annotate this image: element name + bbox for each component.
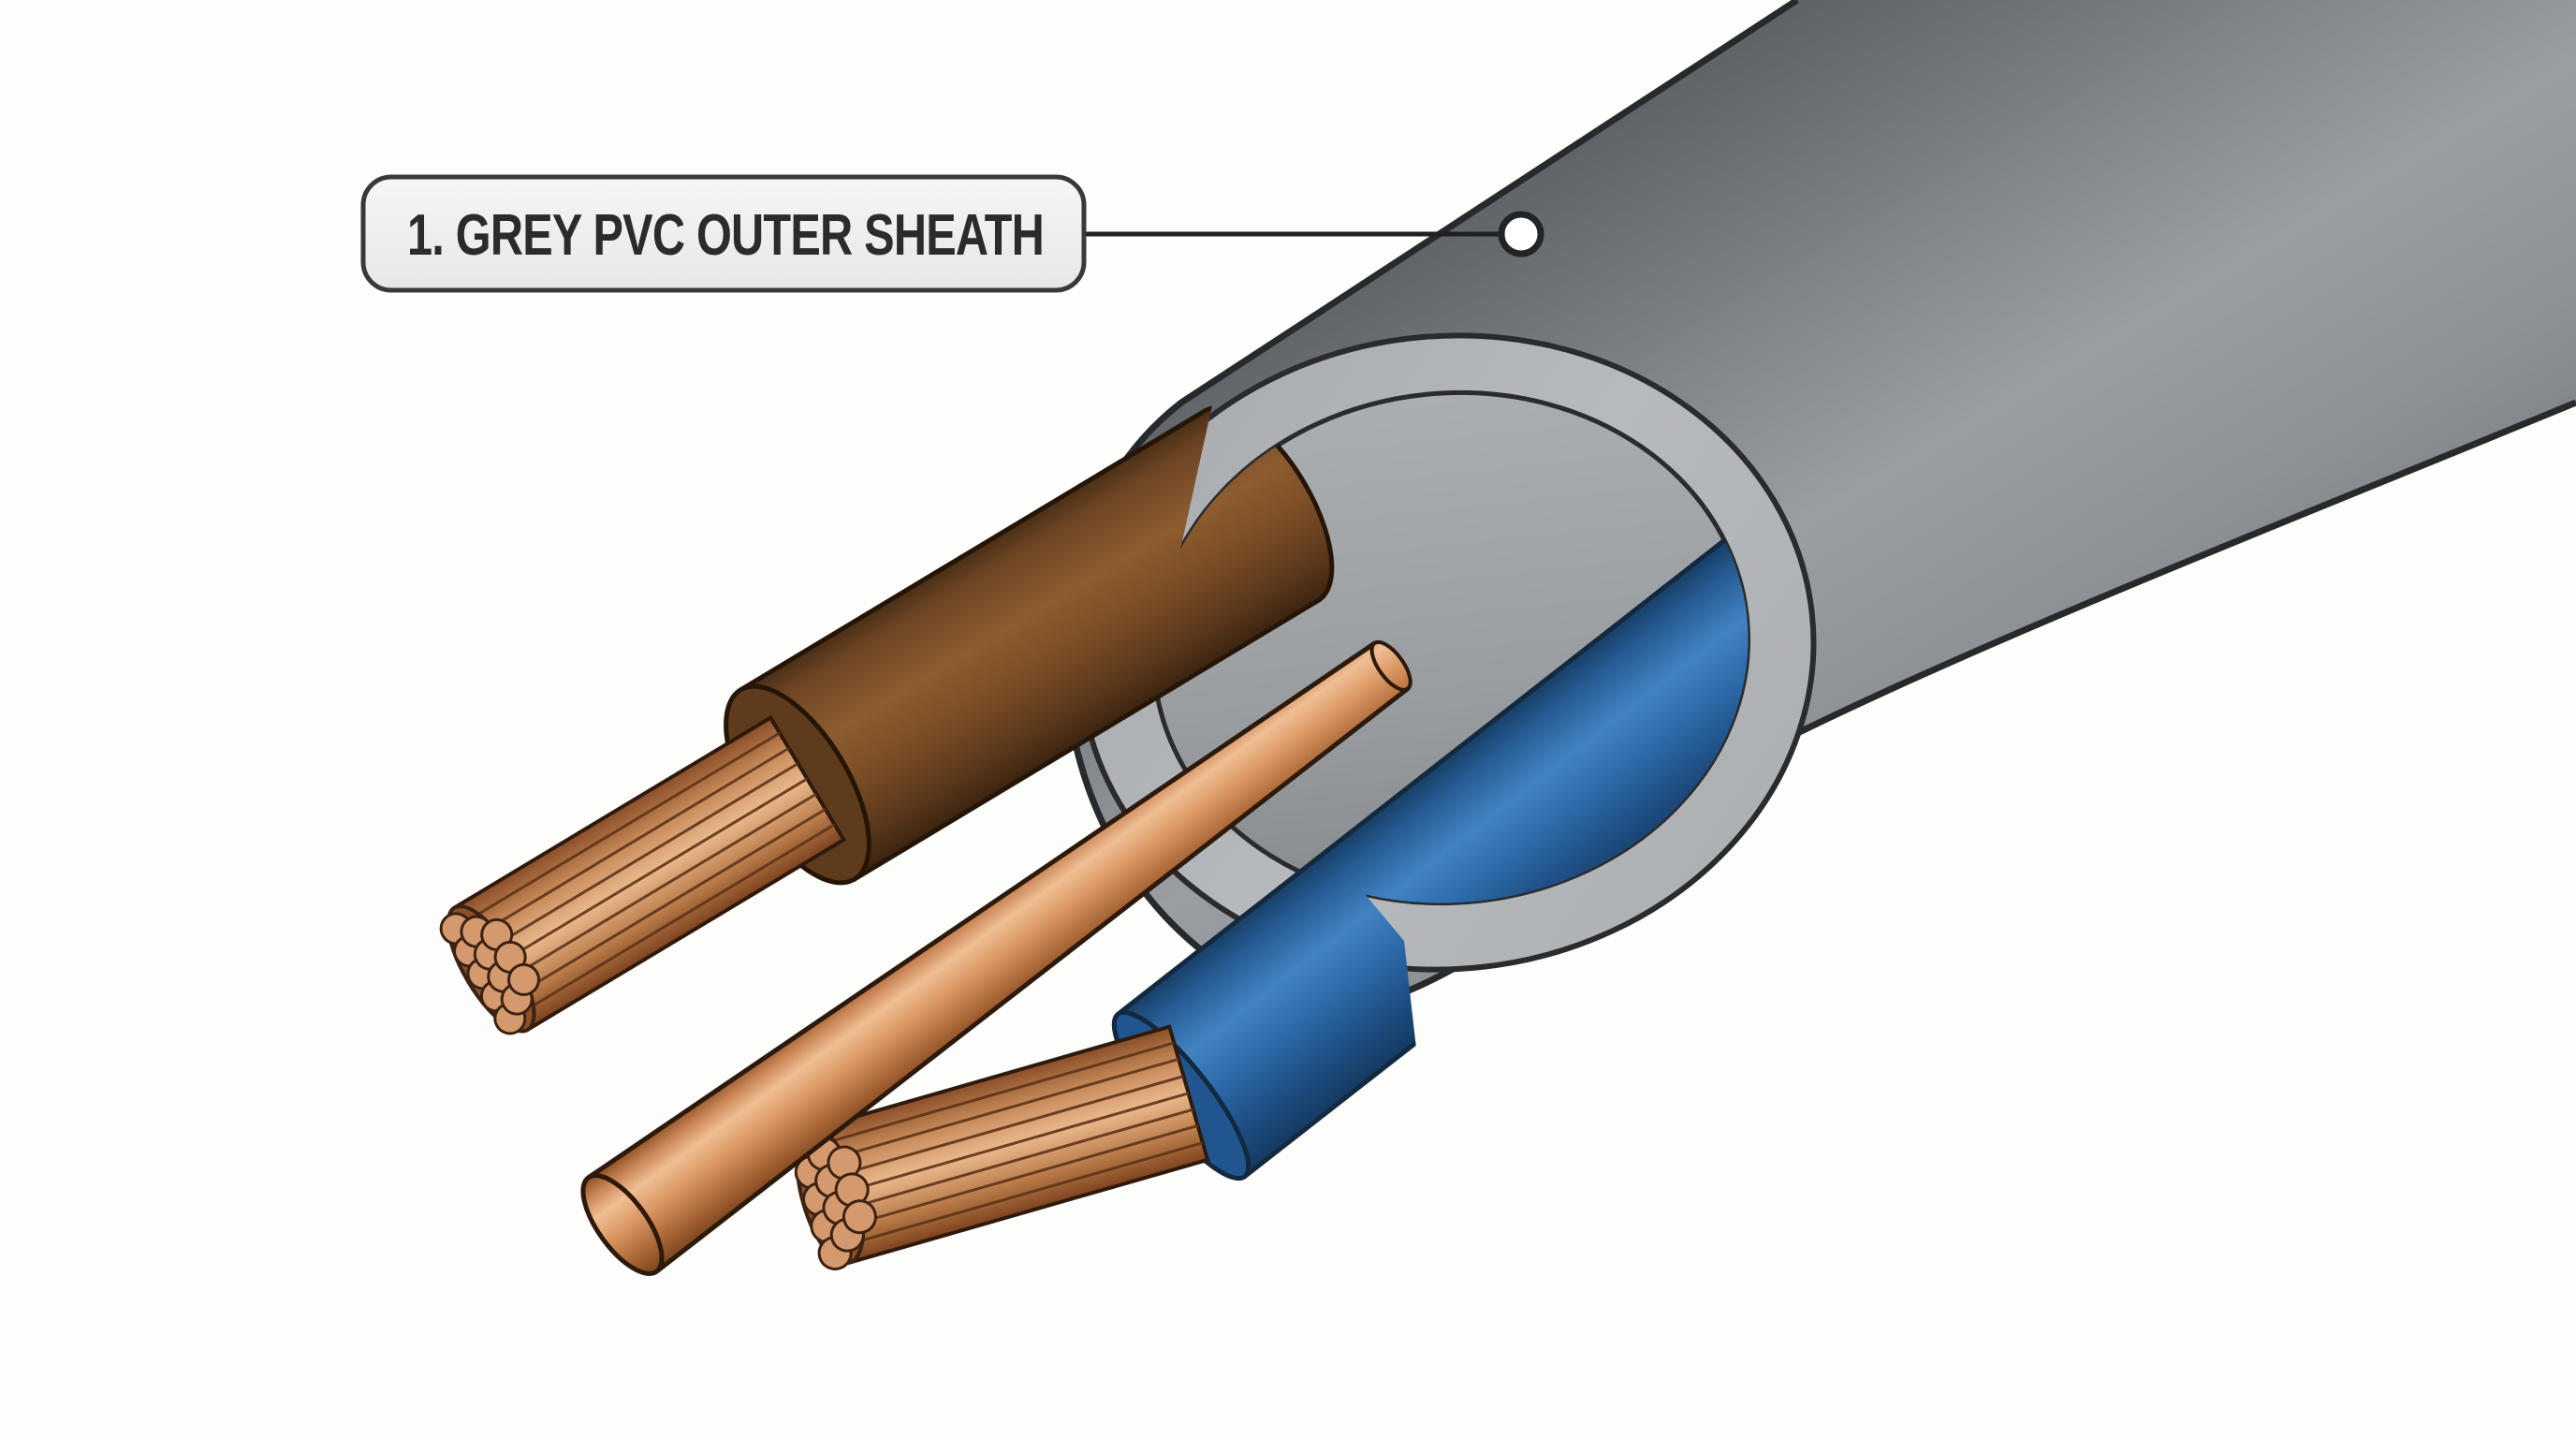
brown-copper-strands: [439, 714, 847, 1035]
bare-copper-far-dome: [1369, 639, 1412, 692]
callout: 1. GREY PVC OUTER SHEATH: [360, 174, 1544, 293]
brown-strand-ends: [439, 912, 541, 1035]
blue-insulated-conductor: [786, 492, 1774, 1270]
leader-dot: [1498, 211, 1544, 257]
bare-copper-earth-conductor: [580, 639, 1412, 1276]
conductors-group: [439, 405, 1774, 1276]
callout-box: [360, 174, 1087, 293]
callout-label: 1. GREY PVC OUTER SHEATH: [407, 203, 1044, 268]
brown-insulated-conductor: [439, 405, 1335, 1035]
blue-copper-strands: [786, 1024, 1210, 1270]
bare-copper-tip-dome: [580, 1173, 665, 1276]
